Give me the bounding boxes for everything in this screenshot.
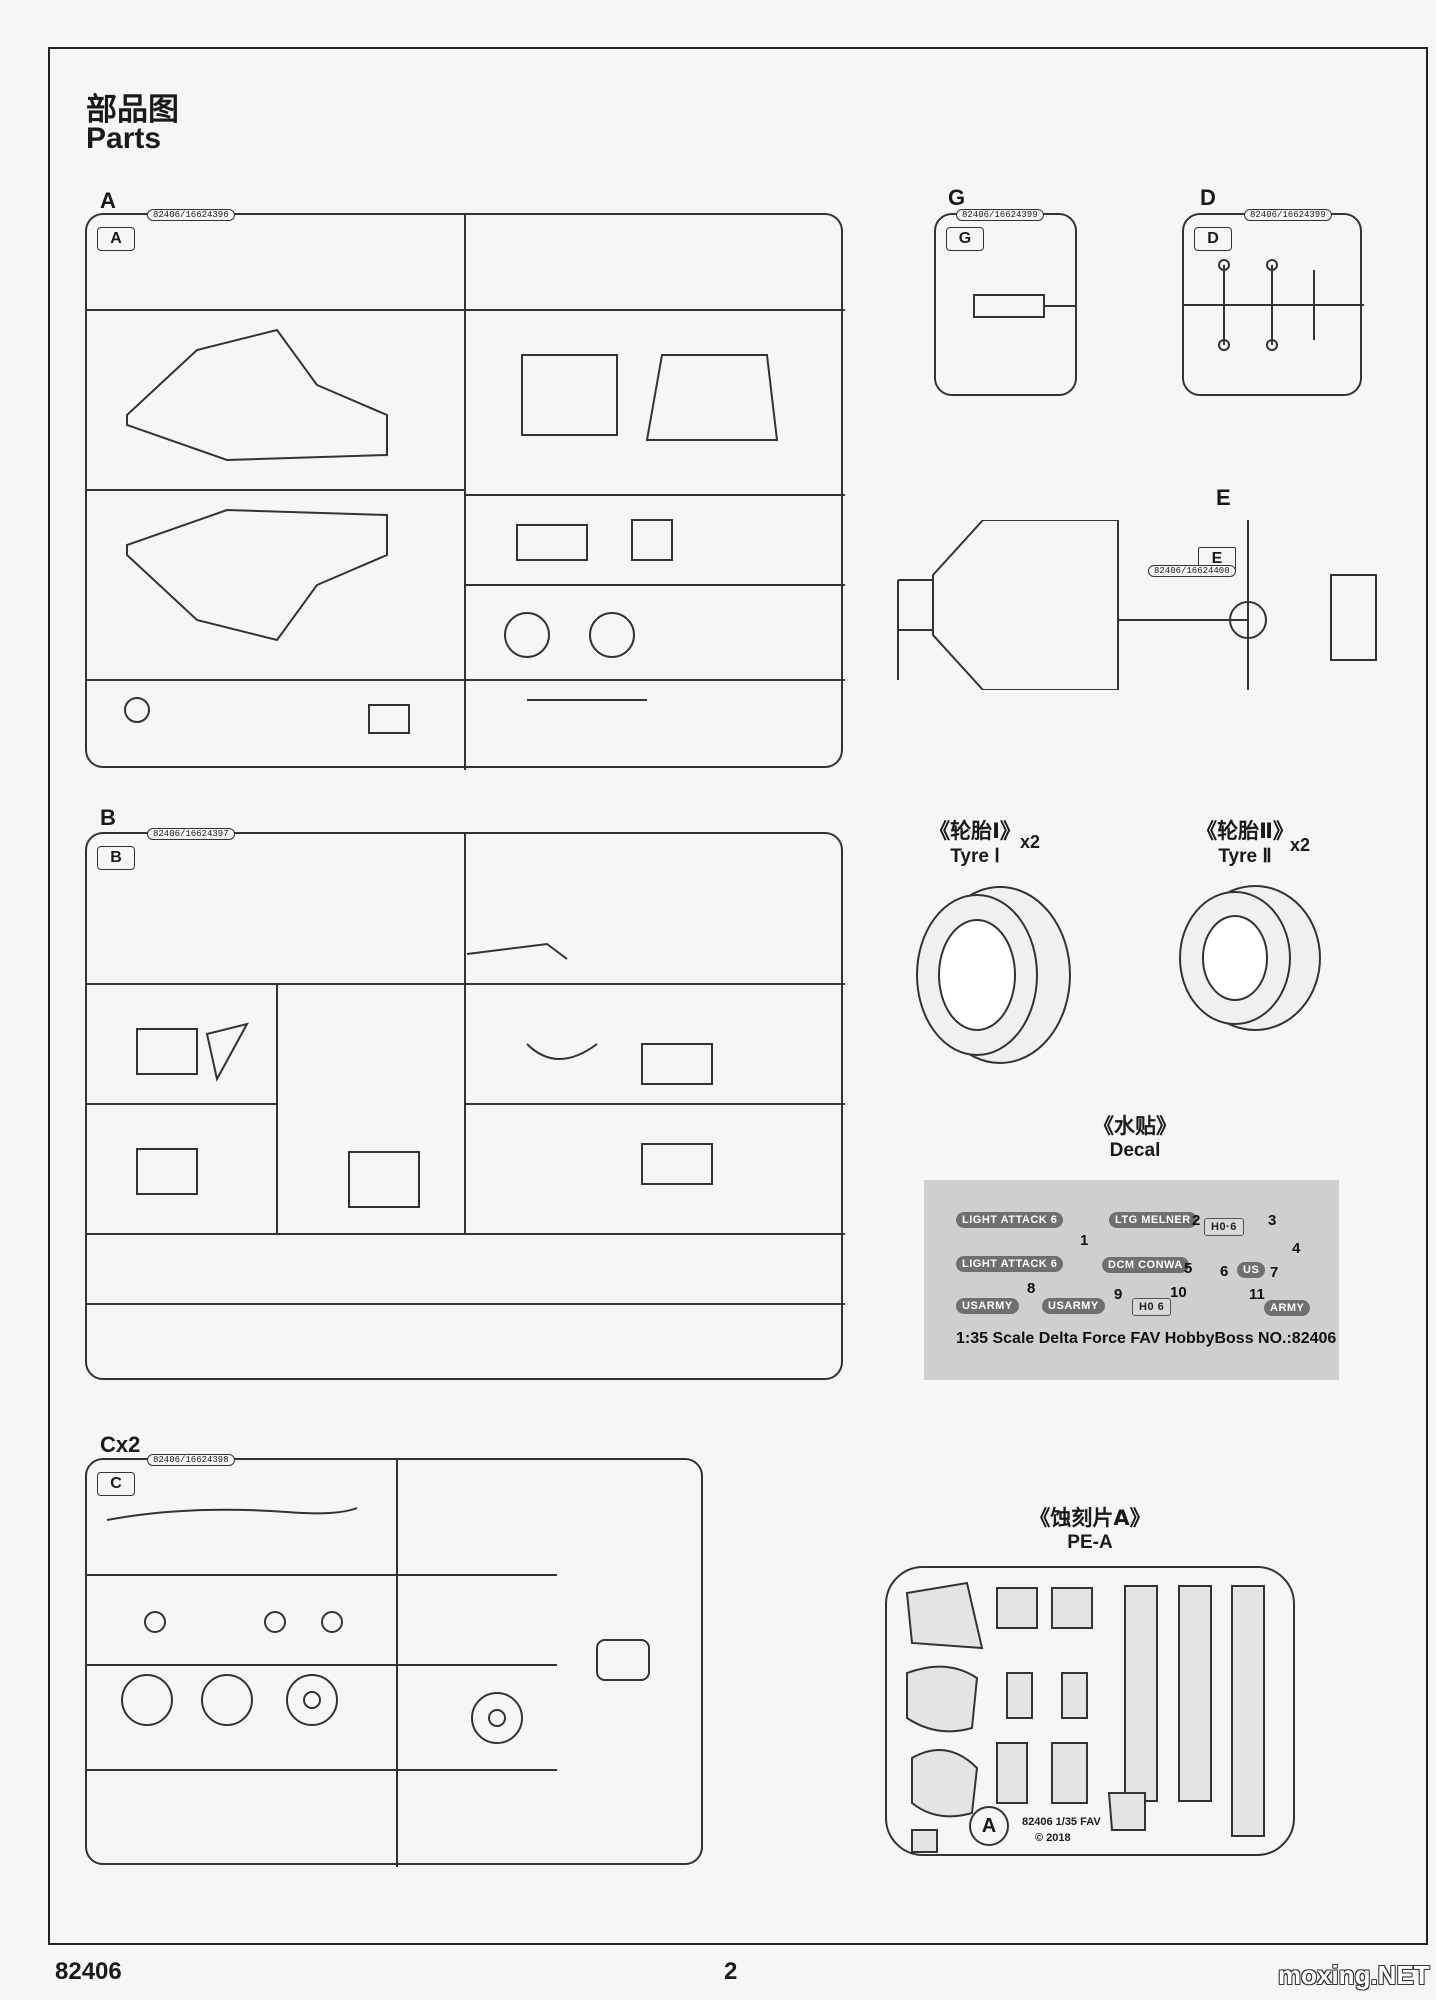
sprue-c-tag: C xyxy=(97,1472,135,1496)
sprue-a-label: A xyxy=(100,188,116,213)
decal-item-7: USARMY xyxy=(956,1298,1019,1314)
sprue-c-panel: C 82406/16624398 xyxy=(85,1454,703,1867)
sprue-b-panel: B 82406/16624397 xyxy=(85,828,845,1380)
decal-number-6: 6 xyxy=(1220,1263,1229,1280)
page-title-en: Parts xyxy=(86,122,162,155)
pe-fret: A 82406 1/35 FAV © 2018 xyxy=(885,1566,1295,1856)
decal-caption: 《水贴》 Decal xyxy=(1060,1110,1210,1162)
decal-item-10: ARMY xyxy=(1264,1300,1311,1316)
sprue-c-drawing xyxy=(87,1460,650,1867)
sprue-g-panel: G 82406/16624399 xyxy=(934,209,1077,396)
sprue-d-code: 82406/16624399 xyxy=(1244,209,1332,221)
decal-item-1: LIGHT ATTACK 6 xyxy=(956,1212,1064,1228)
sprue-a-code: 82406/16624396 xyxy=(147,209,235,221)
decal-item-8: USARMY xyxy=(1042,1298,1105,1314)
sprue-b-label: B xyxy=(100,805,116,830)
sprue-a-panel: A 82406/16624396 xyxy=(85,209,845,770)
decal-number-7: 7 xyxy=(1270,1264,1279,1281)
page-number: 2 xyxy=(724,1958,738,1985)
pe-fret-copyright: © 2018 xyxy=(1035,1832,1071,1844)
sprue-g-drawing xyxy=(973,294,1076,318)
sprue-d-label: D xyxy=(1200,185,1216,210)
sprue-g-label: G xyxy=(948,185,966,210)
sprue-g-code: 82406/16624399 xyxy=(956,209,1044,221)
tyre-2-drawing xyxy=(1179,885,1321,1031)
decal-number-2: 2 xyxy=(1192,1212,1201,1229)
sprue-a-tag: A xyxy=(97,227,135,251)
decal-number-9: 9 xyxy=(1114,1286,1123,1303)
sprue-d-drawing xyxy=(1184,259,1364,351)
decal-item-9: H0 6 xyxy=(1132,1298,1172,1316)
decal-sheet: LIGHT ATTACK 6 LTG MELNER H0·6 LIGHT ATT… xyxy=(924,1180,1339,1380)
decal-number-8: 8 xyxy=(1027,1280,1036,1297)
decal-number-5: 5 xyxy=(1184,1260,1193,1277)
sprue-e-code: 82406/16624400 xyxy=(1148,565,1236,577)
sprue-d-tag: D xyxy=(1194,227,1232,251)
page-title-cn: 部品图 xyxy=(86,92,179,128)
sprue-c-code: 82406/16624398 xyxy=(147,1454,235,1466)
tyre-1-caption-cn: 《轮胎Ⅰ》 xyxy=(929,819,1021,843)
tyre-1-drawing xyxy=(916,886,1071,1064)
sprue-c-label: Cx2 xyxy=(100,1432,141,1457)
sprue-e-label: E xyxy=(1216,485,1231,510)
decal-caption-cn: 《水贴》 xyxy=(1093,1114,1177,1138)
decal-item-5: DCM CONWA xyxy=(1102,1257,1189,1273)
tyre-1-caption: 《轮胎Ⅰ》 Tyre Ⅰ xyxy=(910,815,1040,868)
tyre-2-caption: 《轮胎Ⅱ》 Tyre Ⅱ xyxy=(1180,815,1310,868)
tyre-1-caption-en: Tyre Ⅰ xyxy=(950,846,1000,867)
sprue-e-panel: E 82406/16624400 xyxy=(888,520,1378,690)
decal-item-3: H0·6 xyxy=(1204,1218,1244,1236)
decal-item-4: LIGHT ATTACK 6 xyxy=(956,1256,1064,1272)
watermark: moxing.NET xyxy=(1278,1960,1430,1990)
sprue-b-code: 82406/16624397 xyxy=(147,828,235,840)
decal-number-10: 10 xyxy=(1170,1284,1187,1301)
decal-number-3: 3 xyxy=(1268,1212,1277,1229)
pe-fret-imprint: 82406 1/35 FAV xyxy=(1022,1816,1101,1828)
tyre-1-multiplier: x2 xyxy=(1020,832,1041,852)
pe-caption-cn: 《蚀刻片A》 xyxy=(1029,1506,1151,1530)
page-frame xyxy=(48,47,1428,1945)
sprue-e-drawing xyxy=(897,520,1377,690)
sprue-g-tag: G xyxy=(946,227,984,251)
pe-caption: 《蚀刻片A》 PE-A xyxy=(1010,1502,1170,1554)
tyre-2-caption-en: Tyre Ⅱ xyxy=(1218,846,1272,867)
sprue-a-drawing xyxy=(87,215,845,770)
decal-number-11: 11 xyxy=(1249,1286,1265,1303)
decal-item-2: LTG MELNER xyxy=(1109,1212,1197,1228)
decal-number-4: 4 xyxy=(1292,1240,1301,1257)
decal-number-1: 1 xyxy=(1080,1232,1089,1249)
pe-fret-tag: A xyxy=(969,1806,1009,1846)
decal-sheet-footer: 1:35 Scale Delta Force FAV HobbyBoss NO.… xyxy=(956,1330,1337,1347)
decal-caption-en: Decal xyxy=(1109,1140,1161,1161)
tyre-2-multiplier: x2 xyxy=(1290,835,1311,855)
pe-fret-drawing xyxy=(905,1581,1265,1853)
kit-number: 82406 xyxy=(55,1958,122,1985)
sprue-b-tag: B xyxy=(97,846,135,870)
pe-caption-en: PE-A xyxy=(1067,1532,1113,1553)
decal-item-6: US xyxy=(1237,1262,1266,1278)
tyre-2-caption-cn: 《轮胎Ⅱ》 xyxy=(1196,819,1294,843)
sprue-d-panel: D 82406/16624399 xyxy=(1182,209,1364,396)
sprue-b-drawing xyxy=(87,834,845,1305)
